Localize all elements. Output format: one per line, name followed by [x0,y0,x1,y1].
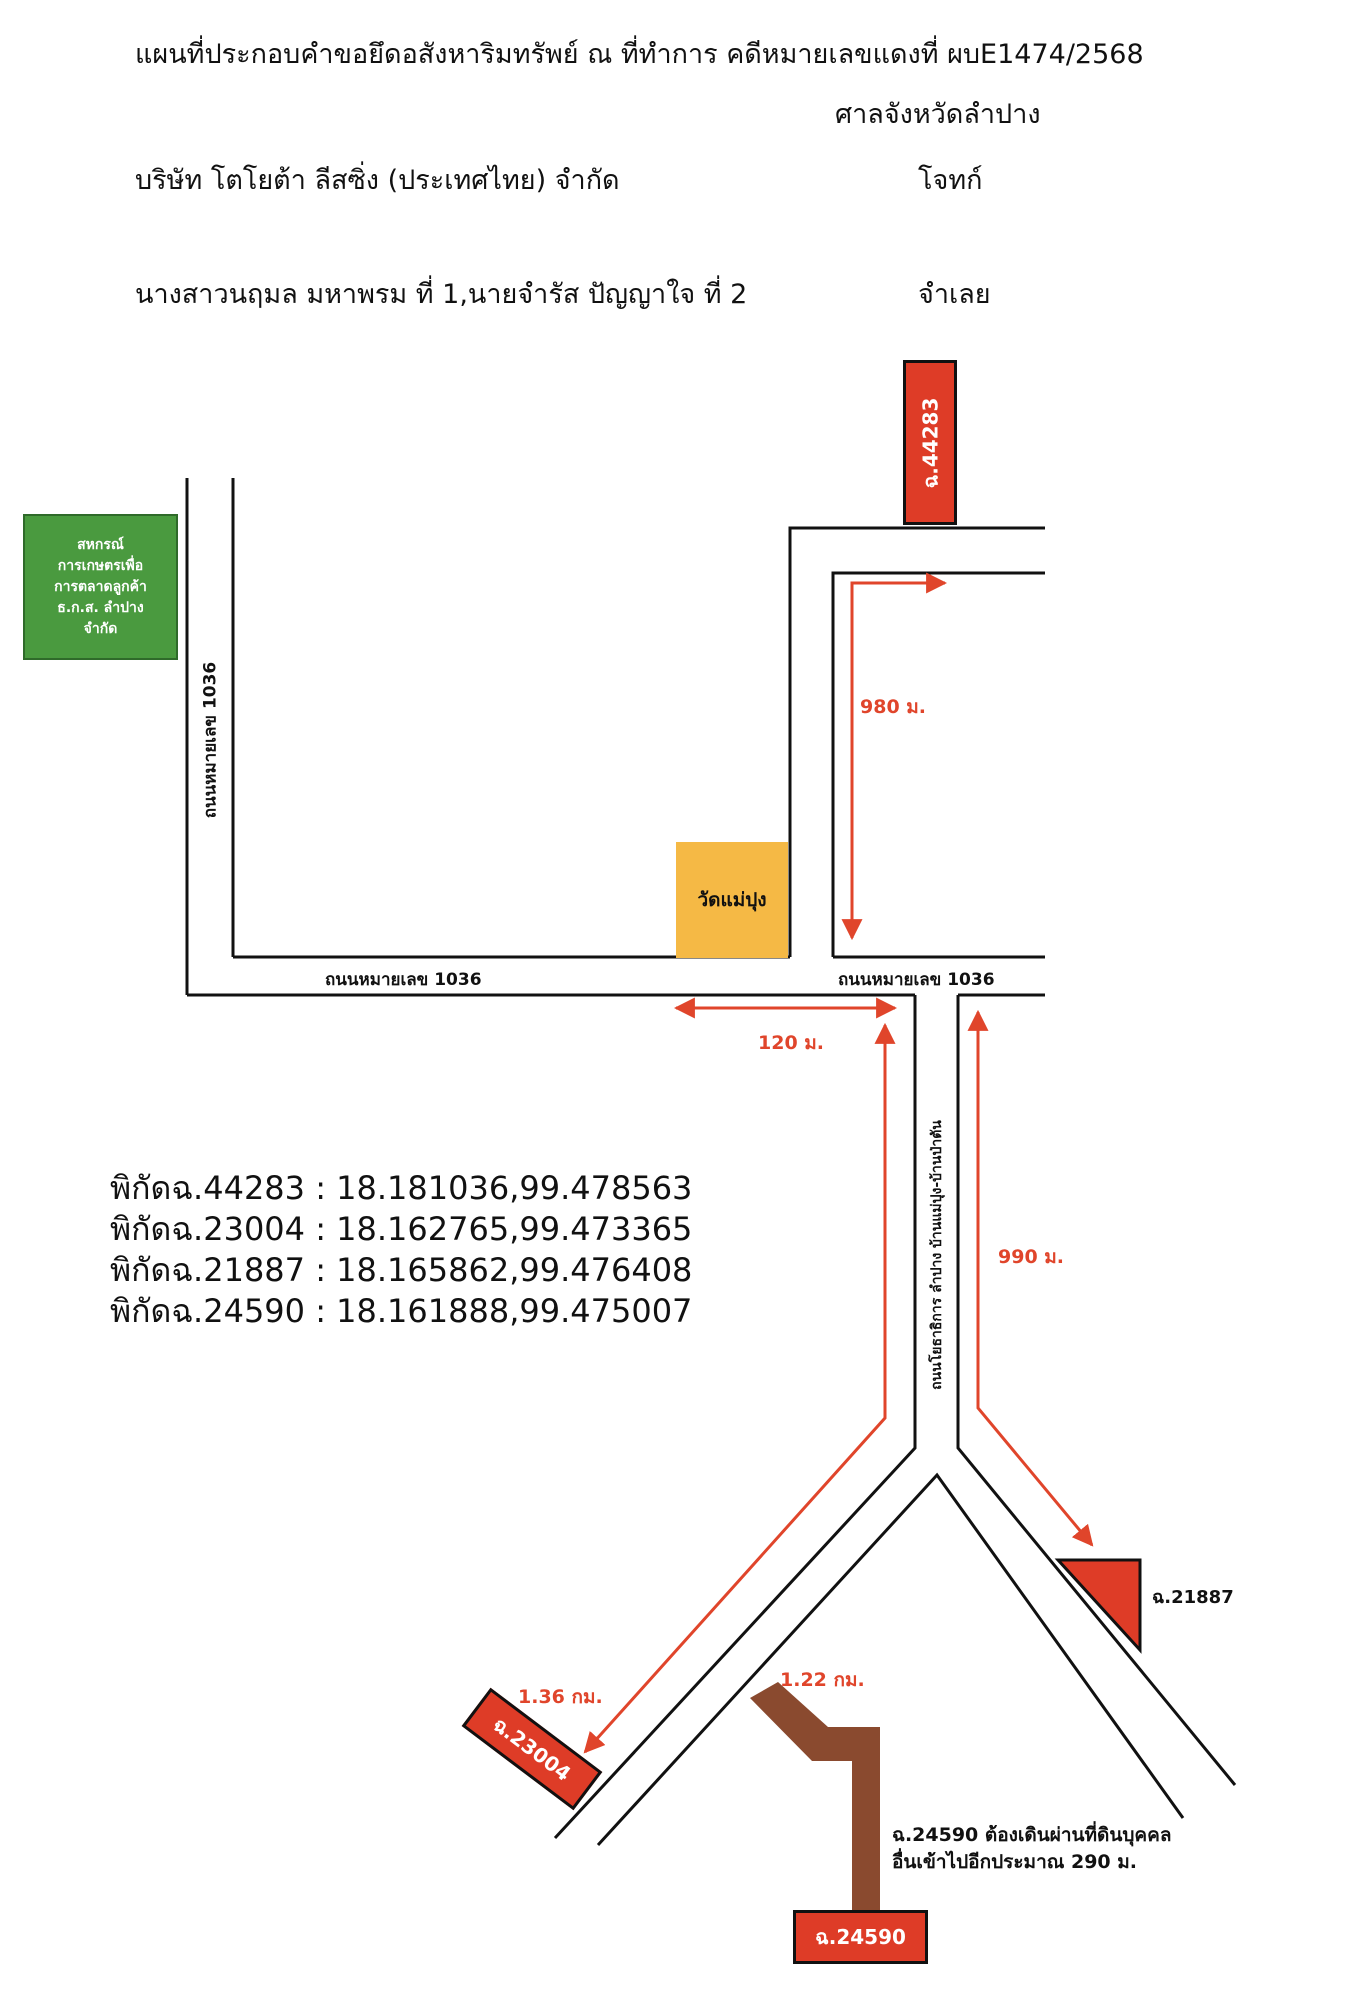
plaintiff-name: บริษัท โตโยต้า ลีสซิ่ง (ประเทศไทย) จำกัด [135,165,620,196]
road-lines [185,478,1237,1847]
coordinate-24590: พิกัดฉ.24590 : 18.161888,99.475007 [110,1292,693,1330]
map-title: แผนที่ประกอบคำขอยึดอสังหาริมทรัพย์ ณ ที่… [135,39,1144,70]
road-fork-inner-edge [596,1472,1185,1847]
temple-label: วัดแม่ปุง [697,889,767,911]
parcel-24590[interactable]: ฉ.24590 [793,1910,928,1964]
distance-136: 1.36 กม. [518,1686,603,1708]
defendant-role: จำเลย [918,279,991,310]
distance-980: 980 ม. [860,696,927,718]
parcel-44283-label: ฉ.44283 [918,397,942,488]
road-south-right-edge [956,995,1237,1786]
road-north-inner-edge [831,571,1045,957]
route-arrows [583,572,1094,1754]
cooperative-line-1: สหกรณ์ [77,536,124,553]
parcel-21887-shape[interactable] [1054,1558,1142,1654]
route-136-arrow [583,1022,896,1754]
cooperative-line-4: ธ.ก.ส. ลำปาง [57,599,144,616]
parcel-44283[interactable]: ฉ.44283 [903,360,957,525]
road-label-south: ถนนโยธาธิการ ลำปาง บ้านแม่ปุง-บ้านป่าตัน [929,1120,945,1390]
coordinates-list: พิกัดฉ.44283 : 18.181036,99.478563 พิกัด… [110,1168,692,1332]
distance-120: 120 ม. [758,1032,825,1054]
access-note-line-1: ฉ.24590 ต้องเดินผ่านที่ดินบุคคล [892,1824,1172,1846]
parcel-24590-label: ฉ.24590 [815,1925,906,1949]
route-990-arrow [967,1009,1094,1547]
distance-990: 990 ม. [998,1246,1065,1268]
road-north-outer-edge [788,526,1045,957]
cooperative-line-5: จำกัด [83,620,118,637]
cooperative-line-3: การตลาดลูกค้า [54,578,147,595]
parcel-21887-label: ฉ.21887 [1152,1587,1234,1608]
cooperative-landmark: สหกรณ์ การเกษตรเพื่อ การตลาดลูกค้า ธ.ก.ส… [23,514,178,660]
route-980-arrow [841,572,948,941]
coordinate-21887: พิกัดฉ.21887 : 18.165862,99.476408 [110,1251,693,1289]
plaintiff-role: โจทก์ [918,165,983,196]
coordinate-44283: พิกัดฉ.44283 : 18.181036,99.478563 [110,1169,693,1207]
temple-landmark: วัดแม่ปุง [676,842,788,958]
coordinate-23004: พิกัดฉ.23004 : 18.162765,99.473365 [110,1210,693,1248]
road-south-left-edge [553,995,917,1840]
access-note: ฉ.24590 ต้องเดินผ่านที่ดินบุคคล อื่นเข้า… [892,1822,1172,1876]
cooperative-line-2: การเกษตรเพื่อ [57,557,144,574]
defendant-name: นางสาวนฤมล มหาพรม ที่ 1,นายจำรัส ปัญญาใจ… [135,279,748,310]
distance-122: 1.22 กม. [780,1669,865,1691]
road-label-horizontal-left: ถนนหมายเลข 1036 [325,970,482,990]
court-name: ศาลจังหวัดลำปาง [835,99,1041,130]
road-label-horizontal-right: ถนนหมายเลข 1036 [838,970,995,990]
access-path [750,1682,880,1913]
access-note-line-2: อื่นเข้าไปอีกประมาณ 290 ม. [892,1851,1138,1873]
road-label-vertical-left: ถนนหมายเลข 1036 [200,661,221,819]
